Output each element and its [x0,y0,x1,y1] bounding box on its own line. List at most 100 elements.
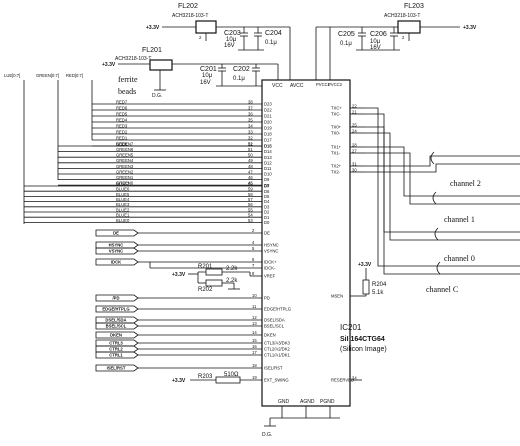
pin-name-d-1: D22 [264,108,272,113]
net-label-red-5: RED2 [116,129,128,134]
tmds-pos-3 [366,107,520,267]
right-pin-num-7: 30 [352,167,357,172]
ic-ref: IC201 [340,323,362,332]
pin-num-d-9: 51 [248,147,253,152]
ctrl-pin-name-7: EDGE/HTPLG [264,307,291,312]
c202-value: 0.1μ [233,76,245,82]
channel-1-label: channel 1 [444,215,475,224]
ctrl-pin-num-8: 12 [252,315,257,320]
tmds-pos-2 [366,126,520,233]
twist-marker-2 [434,227,439,241]
pin-name-d-11: D12 [264,160,272,165]
pin-name-d-5: D18 [264,132,272,137]
ctrl-pin-name-4: IDCK- [264,266,276,271]
pin-name-d-16: D7 [264,184,270,189]
vref-vcc-label: +3.3V [172,272,186,278]
ctrl-pin-num-12: 16 [252,344,257,349]
fl201-vcc-label: +3.3V [102,62,116,68]
ctrl-port-9 [95,339,139,347]
r201-ref: R201 [198,264,213,270]
tmds-pos-1 [366,146,520,197]
right-pin-num-5: 27 [352,148,357,153]
ctrl-pin-name-13: CTL1/A1/DK1 [264,353,291,358]
pin-num-d-6: 32 [248,135,253,140]
pin-name-d-2: D21 [264,114,272,119]
ic-pin-pvcc2: PVCC2 [328,82,343,87]
ctrl-net-label-2: VSYNC [109,249,123,254]
right-pin-name-2: TX0+ [331,125,342,130]
pin-name-d-20: D3 [264,204,270,209]
svg-text:2: 2 [402,35,405,40]
ctrl-port-1 [95,241,139,249]
rgb-buses: LUE[0:7] GREEN[0:7] RED[0:7] [4,73,93,224]
net-label-green-4: GREEN3 [116,164,134,169]
net-label-blue-6: BLUE1 [116,213,130,218]
pin-num-d-19: 57 [248,197,253,202]
fl203-ref: FL203 [404,3,424,10]
fl201-ref: FL201 [142,47,162,54]
ic-pin-pvcc1: PVCC1 [316,82,331,87]
ctrl-port-6 [95,316,139,324]
fl201-ferrite-bead [149,59,173,71]
tmds-pos-0 [366,155,520,167]
ctrl-pin-num-10: 14 [252,330,257,335]
ctrl-pin-name-14: ISEL/RST [264,366,283,371]
c202-ref: C202 [233,66,250,73]
pin-name-d-0: D23 [264,102,272,107]
net-label-red-0: RED7 [116,99,128,104]
ctrl-pin-name-2: VSYNC [264,249,278,254]
net-label-blue-0: BLUE7 [116,181,130,186]
r202-value: 2.2k [226,278,238,284]
r203-value: 510Ω [224,372,239,378]
tmds-neg-2 [366,132,520,241]
power-section: FL202 ACH3218-103-T +3.3V 2 C203 10μ 16V… [102,3,477,99]
c201-voltage: 16V [200,80,211,86]
ctrl-port-7 [95,322,139,330]
ext-vcc-label: +3.3V [172,378,186,384]
net-label-green-6: GREEN1 [116,175,134,180]
right-pin-num-4: 28 [352,142,357,147]
ctrl-pin-num-1: 4 [252,240,255,245]
ctrl-net-label-3: IDCK [111,260,121,265]
ctrl-pin-name-10: DKEN [264,333,276,338]
ctrl-pin-num-0: 2 [252,228,255,233]
ctrl-pin-name-6: PD [264,296,270,301]
net-label-blue-3: BLUE4 [116,197,130,202]
ctrl-port-4 [95,294,139,302]
tmds-neg-0 [366,163,520,173]
net-label-blue-4: BLUE3 [116,202,130,207]
r201-value: 2.2k [226,266,238,272]
r201-resistor [205,268,223,276]
ic-pin-agnd: AGND [300,399,315,405]
channel-0-label: channel 0 [444,254,475,263]
pin-num-d-4: 34 [248,123,253,128]
ctrl-port-10 [95,345,139,353]
pin-name-d-17: D6 [264,189,270,194]
pin-num-d-17: 59 [248,187,253,192]
ctrl-pin-num-4: 7 [252,263,255,268]
net-label-green-3: GREEN4 [116,158,134,163]
ic-pin-gnd: GND [278,399,290,405]
pin-num-d-10: 50 [248,153,253,158]
right-pin-name-6: TX2+ [331,164,342,169]
pin-name-d-21: D2 [264,210,270,215]
ctrl-pin-num-5: 8 [252,271,255,276]
tmds-neg-3 [366,113,520,275]
net-label-green-7: GREEN0 [116,181,134,186]
net-label-red-4: RED3 [116,123,128,128]
ctrl-pin-num-3: 6 [252,257,255,262]
ctrl-net-label-11: CTRL1 [109,353,123,358]
fl203-ferrite-bead [397,20,421,34]
pin-name-d-6: D17 [264,138,272,143]
right-lines: TXC+22TXC-21TX0+25TX0-24TX1+28TX1-27TX2+… [331,103,520,383]
right-pin-num-9: 34 [352,375,357,380]
c206-value: 10μ [370,39,381,45]
right-pin-num-6: 31 [352,161,357,166]
fl202-ferrite-bead [195,20,217,34]
pin-name-d-14: D9 [264,177,270,182]
ctrl-net-label-8: DKEN [110,333,122,338]
ic-pin-avcc: AVCC [290,83,304,89]
pin-name-d-4: D19 [264,126,272,131]
pin-num-d-22: 54 [248,213,253,218]
